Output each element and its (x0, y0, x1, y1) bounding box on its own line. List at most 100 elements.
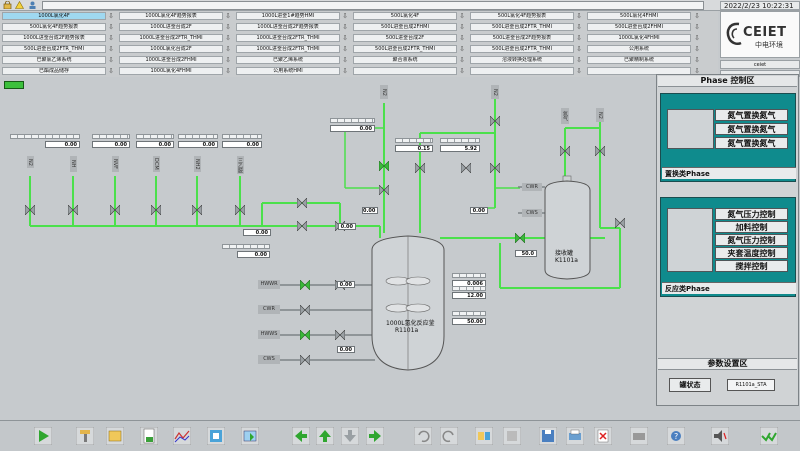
sound-icon[interactable] (711, 427, 729, 445)
menu-item[interactable]: 1000L进釜台成2FTR_THMI (236, 34, 340, 42)
export-icon[interactable] (241, 427, 259, 445)
menu-item[interactable]: 1000L氯化台成2F (119, 45, 223, 53)
menu-item[interactable]: 1000L氯化4FHMI (119, 67, 223, 75)
menu-item[interactable]: 1000L进釜台成2F趋势报表 (236, 23, 340, 31)
valve-icon[interactable] (461, 163, 471, 173)
tools-icon[interactable] (76, 427, 94, 445)
arrow-down-icon[interactable]: ⇩ (108, 67, 114, 75)
menu-item[interactable]: 500L氯化4FHMI (587, 12, 691, 20)
arrow-down-icon[interactable]: ⇩ (342, 56, 348, 64)
arrow-down-icon[interactable]: ⇩ (694, 34, 700, 42)
arrow-down-icon[interactable]: ⇩ (576, 67, 582, 75)
menu-item[interactable] (470, 67, 574, 75)
help-icon[interactable]: ? (667, 427, 685, 445)
valve-icon-green[interactable] (379, 161, 389, 171)
menu-item[interactable]: 1000L氯化4F (2, 12, 106, 20)
menu-item[interactable]: 1000L进釜台成2FTR_THMI (236, 45, 340, 53)
phase-button[interactable]: 氮气置换氮气 (715, 137, 788, 149)
arrow-down-icon[interactable]: ⇩ (459, 45, 465, 53)
menu-item[interactable]: 500L进釜台成2FTR_THMI (470, 45, 574, 53)
menu-item[interactable]: 公用系统HMI (236, 67, 340, 75)
arrow-down-icon[interactable]: ⇩ (225, 45, 231, 53)
valve-icon[interactable] (490, 116, 500, 126)
trend-icon[interactable] (173, 427, 191, 445)
valve-icon[interactable] (415, 163, 425, 173)
arrow-down-icon[interactable]: ⇩ (694, 67, 700, 75)
valve-icon[interactable] (297, 198, 307, 208)
arrow-down-icon[interactable]: ⇩ (108, 45, 114, 53)
valve-icon[interactable] (300, 355, 310, 365)
menu-item[interactable]: 1000L进釜台成2FTR_THMI (119, 34, 223, 42)
menu-item[interactable]: 500L进釜台成2FTR_THMI (353, 45, 457, 53)
phase-button[interactable]: 氮气压力控制 (715, 234, 788, 246)
arrow-down-icon[interactable]: ⇩ (576, 45, 582, 53)
menu-item[interactable]: 500L进釜台成2FHMI (353, 23, 457, 31)
arrow-down-icon[interactable]: ⇩ (225, 67, 231, 75)
arrow-down-icon[interactable]: ⇩ (576, 34, 582, 42)
valve-icon[interactable] (335, 330, 345, 340)
warning-icon[interactable] (14, 0, 25, 9)
command-input[interactable] (42, 1, 704, 10)
arrow-down-icon[interactable]: ⇩ (342, 23, 348, 31)
valve-icon[interactable] (595, 146, 605, 156)
menu-item[interactable]: 500L氯化4F趋势报表 (2, 23, 106, 31)
arrow-down-icon[interactable]: ⇩ (694, 56, 700, 64)
menu-item[interactable]: 1000L进釜台成2FHMI (119, 56, 223, 64)
menu-item[interactable]: 500L进釜台成2FTR_THMI (470, 23, 574, 31)
arrow-down-icon[interactable] (341, 427, 359, 445)
valve-icon[interactable] (300, 305, 310, 315)
menu-item[interactable]: 已酯成品储存 (2, 67, 106, 75)
arrow-left-icon[interactable] (292, 427, 310, 445)
menu-item[interactable]: 1000L进釜台成2F趋势报表 (2, 34, 106, 42)
print-icon[interactable] (566, 427, 584, 445)
valve-icon-green[interactable] (300, 330, 310, 340)
valve-icon[interactable] (490, 163, 500, 173)
menu-item[interactable] (353, 67, 457, 75)
arrow-down-icon[interactable]: ⇩ (108, 12, 114, 20)
arrow-down-icon[interactable]: ⇩ (694, 12, 700, 20)
valve-icon[interactable] (68, 205, 78, 215)
arrow-down-icon[interactable]: ⇩ (459, 56, 465, 64)
menu-item[interactable]: 500L进釜台成2FHMI (587, 23, 691, 31)
phase-button[interactable]: 氮气压力控制 (715, 208, 788, 220)
menu-item[interactable]: 溶液转换处理系统 (470, 56, 574, 64)
valve-icon-green[interactable] (515, 233, 525, 243)
save-icon[interactable] (539, 427, 557, 445)
arrow-down-icon[interactable]: ⇩ (459, 34, 465, 42)
confirm-icon[interactable] (760, 427, 778, 445)
arrow-down-icon[interactable]: ⇩ (459, 23, 465, 31)
valve-icon[interactable] (151, 205, 161, 215)
arrow-down-icon[interactable]: ⇩ (342, 34, 348, 42)
arrow-down-icon[interactable]: ⇩ (576, 23, 582, 31)
valve-icon-green[interactable] (300, 280, 310, 290)
arrow-down-icon[interactable]: ⇩ (459, 67, 465, 75)
menu-item[interactable]: 公用系统 (587, 45, 691, 53)
undo-icon[interactable] (414, 427, 432, 445)
menu-item[interactable]: 1000L进釜1#趋势HMI (236, 12, 340, 20)
transfer-icon[interactable] (475, 427, 493, 445)
arrow-down-icon[interactable]: ⇩ (576, 12, 582, 20)
menu-item[interactable]: 500L氯化4F趋势报表 (470, 12, 574, 20)
menu-item[interactable]: 500L进釜台成2F趋势报表 (470, 34, 574, 42)
menu-item[interactable]: 500L氯化4F (353, 12, 457, 20)
menu-item[interactable]: 已聚精制系统 (587, 56, 691, 64)
arrow-down-icon[interactable]: ⇩ (342, 12, 348, 20)
menu-item[interactable]: 1000L氯化4FHMI (587, 34, 691, 42)
menu-item[interactable]: 1000L进釜台成2F (119, 23, 223, 31)
menu-item[interactable]: 已聚氯乙烯系统 (2, 56, 106, 64)
report-icon[interactable] (207, 427, 225, 445)
arrow-down-icon[interactable]: ⇩ (108, 23, 114, 31)
menu-item[interactable]: 500L进釜台成2FTR_THMI (2, 45, 106, 53)
document-icon[interactable] (140, 427, 158, 445)
phase-button[interactable]: 氮气置换氮气 (715, 109, 788, 121)
redo-icon[interactable] (440, 427, 458, 445)
valve-icon[interactable] (110, 205, 120, 215)
arrow-down-icon[interactable]: ⇩ (225, 12, 231, 20)
valve-icon[interactable] (192, 205, 202, 215)
valve-icon[interactable] (560, 146, 570, 156)
arrow-down-icon[interactable]: ⇩ (576, 56, 582, 64)
status-value[interactable]: R1101a_STA (727, 379, 775, 391)
arrow-down-icon[interactable]: ⇩ (225, 56, 231, 64)
menu-item[interactable]: 聚合液系统 (353, 56, 457, 64)
menu-item[interactable]: 已聚乙烯系统 (236, 56, 340, 64)
